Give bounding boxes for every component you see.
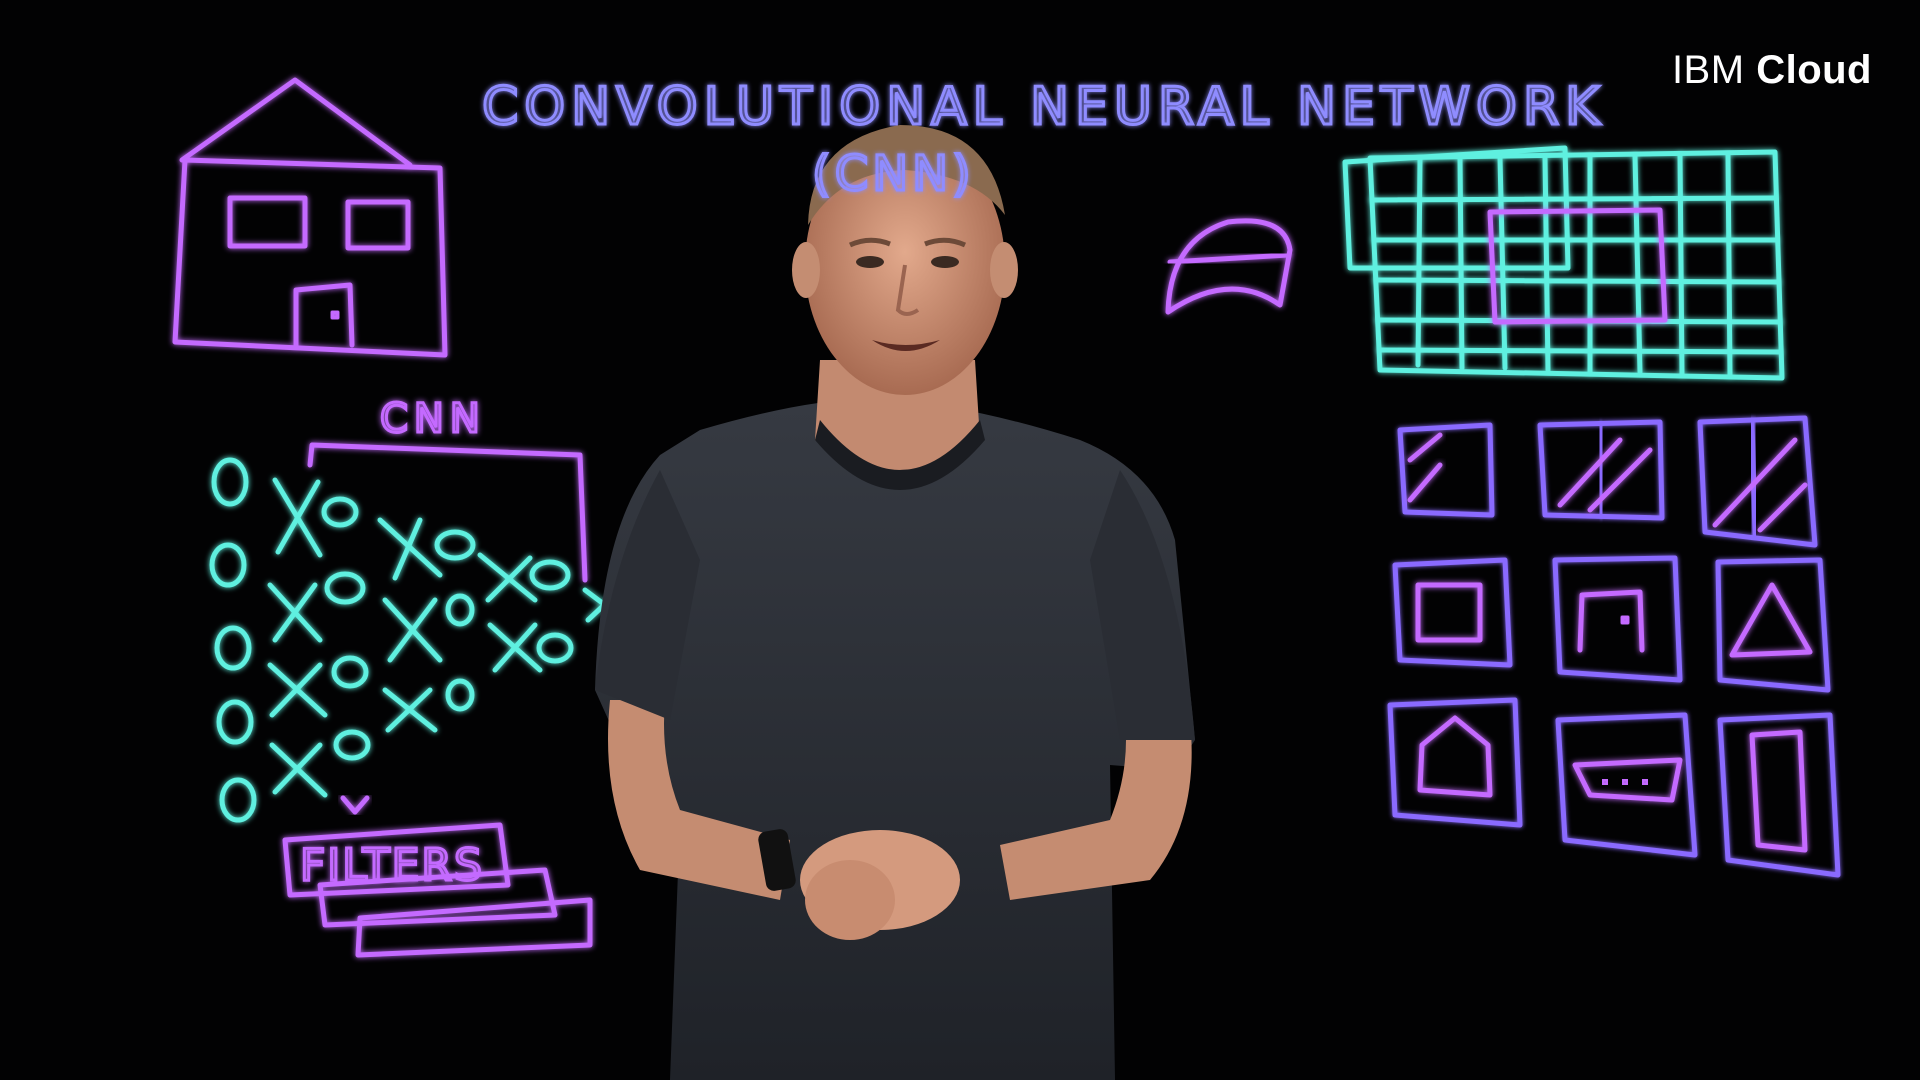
ibm-cloud-logo: IBM Cloud [1672, 48, 1872, 93]
board-title: CONVOLUTIONAL NEURAL NETWORK [482, 77, 1605, 137]
filter-stack-drawing [282, 822, 593, 958]
down-arrow [340, 765, 370, 815]
cnn-label: CNN [380, 396, 486, 442]
feature-maps [1387, 415, 1841, 878]
logo-cloud: Cloud [1756, 48, 1872, 92]
network-bracket [307, 442, 588, 583]
presenter [595, 125, 1195, 1080]
network-nodes [209, 457, 675, 823]
grid-drawing [1342, 145, 1785, 381]
logo-ibm: IBM [1671, 48, 1745, 92]
filters-label: FILTERS [300, 840, 484, 891]
house-drawing [172, 77, 448, 358]
window-drawing [1165, 218, 1293, 315]
